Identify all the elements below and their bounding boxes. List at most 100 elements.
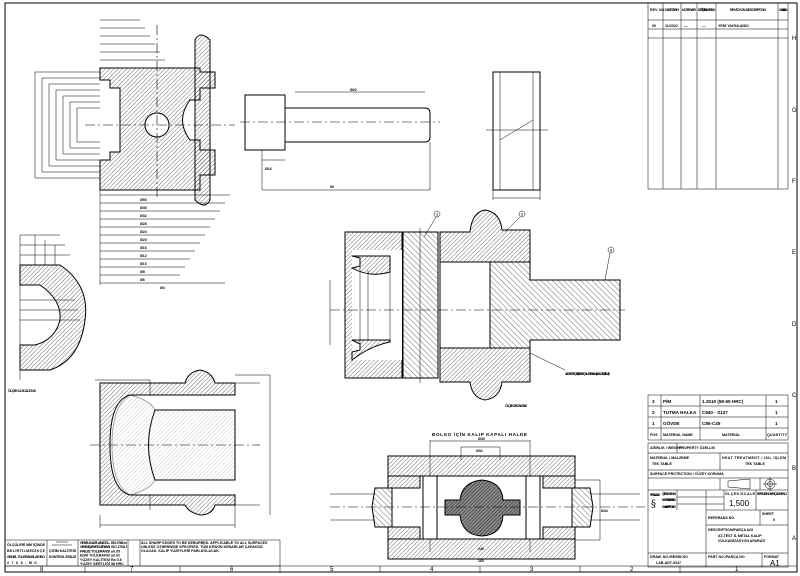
part-material: C840 - S137 <box>702 410 728 415</box>
balloon-label: 3 <box>610 249 612 253</box>
tolerance-value: ISO 2768-m <box>111 541 127 545</box>
property-label: PROPERTY ÖZELLİK <box>679 445 715 450</box>
part-list-label: PART LIST NO. PARÇA LİSTE NO <box>757 492 787 496</box>
tolerance-label: YÜZEY SERTLİĞİ <box>80 561 110 566</box>
part-material: C85-C45 <box>702 421 721 426</box>
reference-label: REFERANS NO. <box>708 516 735 520</box>
dimension-label: Ø12 <box>140 254 147 258</box>
note-text: ÖLÇÜLERİ MM İÇİNDE <box>7 542 46 547</box>
note-text: KONTROL EDİLDİ <box>49 555 76 559</box>
tolerance-value: Ra 0.8 <box>111 558 122 562</box>
class-label: PROJ. CLASS <box>650 493 661 497</box>
balloon-label: 1 <box>436 213 438 217</box>
rev-header: REVİZYON DESCRIPTION <box>730 8 766 12</box>
assembly-section-view: BOLGO İÇİN KALIP KAPALI HALDE Ø40 Ø32 14… <box>330 431 645 563</box>
balloon-label: 2 <box>521 213 523 217</box>
parts-header: QUANTITY <box>767 433 788 437</box>
dimension-label: Ø22 <box>350 88 357 92</box>
leader-note: 4 ADET PARÇA 2 İÇİN PARÇALARI TAKILMIŞ H… <box>565 372 611 376</box>
dimension-label: Ø4 <box>160 286 165 290</box>
dimension-label: Ø32 <box>476 449 483 453</box>
note-text: BELİRTİLMEDİKÇE <box>7 549 46 553</box>
ring-side-view <box>486 71 548 200</box>
dimension-label: Ø20 <box>140 238 147 242</box>
part-name: PİM <box>663 398 671 404</box>
grid-zone-letters: H G F E D C B A <box>792 36 797 542</box>
zone-letter: E <box>792 250 796 256</box>
approved-label: ONAY APPROVED <box>662 505 676 509</box>
notes-block: ÖLÇÜLERİ MM İÇİNDE BELİRTİLMEDİKÇE GENEL… <box>4 539 281 567</box>
dimension-label: Ø16 <box>140 246 147 250</box>
zone-number: 1 <box>735 567 739 573</box>
dimension-label: Ø32 <box>140 214 147 218</box>
note-text: ÇİZİM KALİTESİ <box>49 549 76 553</box>
dimension-label: 160 <box>478 559 484 563</box>
parts-header: POS <box>650 433 658 437</box>
part-no: 3 <box>652 399 655 404</box>
dimension-label: Ø16 <box>265 167 272 171</box>
part-qty: 1 <box>775 421 778 426</box>
zone-letter: G <box>792 108 797 114</box>
part-balloons: 1 2 3 <box>423 210 615 371</box>
zone-letter: C <box>792 393 797 399</box>
top-left-part-view: Ø50 Ø40 Ø32 Ø28 Ø24 Ø20 Ø16 Ø12 Ø10 Ø8 Ø… <box>34 19 235 290</box>
left-detail-view: ÖLÇEK 1:1 SCALE 1:00 <box>8 234 87 393</box>
description-label: DESCRIPTION/PARÇA ADI <box>708 528 753 532</box>
zone-letter: F <box>792 179 796 185</box>
part-no: 2 <box>652 410 655 415</box>
zone-number: 7 <box>130 567 134 573</box>
parts-header: MATERIAL NAME <box>663 433 693 437</box>
rev-header: REV. NO <box>650 8 665 12</box>
dimension-label: Ø6 <box>140 278 145 282</box>
tolerance-value: ISO 2768-f <box>111 545 128 549</box>
heat-treatment-value: TEK TABLE <box>745 462 765 466</box>
parts-header: MATERIAL <box>722 433 741 437</box>
zone-number: 6 <box>230 567 234 573</box>
section-title: BOLGO İÇİN KALIP KAPALI HALDE <box>432 431 527 437</box>
scale-value: 1,500 <box>729 499 750 508</box>
rev-header: NOTIF. NBR <box>682 8 696 12</box>
material-label: MATERIAL / MALZEME <box>650 456 690 460</box>
rev-header: DATE TARIH <box>665 8 679 12</box>
note-text: GENEL TOLERANSLAR ISO <box>7 555 45 559</box>
scale-note: ÖLÇEK 1:1 SCALE 1:00 <box>8 388 36 393</box>
tolerance-value: 58 HRC <box>111 562 124 566</box>
dimension-label: Ø40 <box>140 206 147 210</box>
pin-view: 80 Ø16 Ø22 <box>240 88 440 191</box>
drawn-label: ÇİZEN DRAWN <box>662 492 676 496</box>
sheet-label: SHEET <box>762 512 775 516</box>
description-line: AT-TEST İL METAL KALIP <box>718 534 762 538</box>
grid-zone-numbers: 8 7 6 5 4 3 2 1 <box>40 566 739 573</box>
drawing-no-label: DRAW. NO./RESİM NO <box>650 555 688 559</box>
checked-label: KONTROL CHECKED <box>662 498 676 502</box>
sheet-border <box>4 2 798 573</box>
bottom-left-part-view <box>90 369 271 528</box>
note-text: 2768-MK <box>7 561 37 565</box>
zone-letter: A <box>792 536 796 542</box>
tolerance-value: ±0.02 <box>111 554 120 558</box>
zone-number: 4 <box>430 567 434 573</box>
zone-letter: B <box>792 466 796 472</box>
heat-treatment-label: HEAT TREATMENT / ISIL İŞLEM <box>722 456 786 460</box>
rev-cell: 00 <box>652 24 656 28</box>
sheet-value: 0 <box>773 518 775 522</box>
general-remarks: ALL SHARP EDGES TO BE DEBURRED. APPLICAB… <box>141 541 268 553</box>
tolerance-label: GENEL İŞLEME TOLERANSI <box>80 545 110 549</box>
rev-cell: — <box>702 24 706 28</box>
material-value: TEK TABLE <box>652 462 672 466</box>
tolerance-label: YÜZEY KALİTESİ <box>80 557 110 562</box>
description-line: VULKANİZASYON APARATI <box>718 539 765 543</box>
dimension-label: Ø50 <box>140 198 147 202</box>
dimension-label: 80 <box>330 185 334 189</box>
revision-table: REV. NO DATE TARIH NOTIF. NBR DEĞİŞTİR. … <box>647 2 789 190</box>
part-name: TUTMA HALKA <box>663 410 697 415</box>
format-value: A1 <box>770 559 780 568</box>
part-qty: 1 <box>775 410 778 415</box>
main-section-view: 1 2 3 4 ADET PARÇA 2 İÇİN PARÇALARI TAKI… <box>329 209 625 408</box>
zone-number: 8 <box>40 567 44 573</box>
parts-list: 3 PİM 1.2510 (58-55 HRC) 1 2 TUTMA HALKA… <box>647 394 789 441</box>
tolerance-label: FREZE TOLERANSI <box>80 549 110 553</box>
zone-letter: D <box>792 322 797 328</box>
dimension-label: 140 <box>478 547 484 551</box>
